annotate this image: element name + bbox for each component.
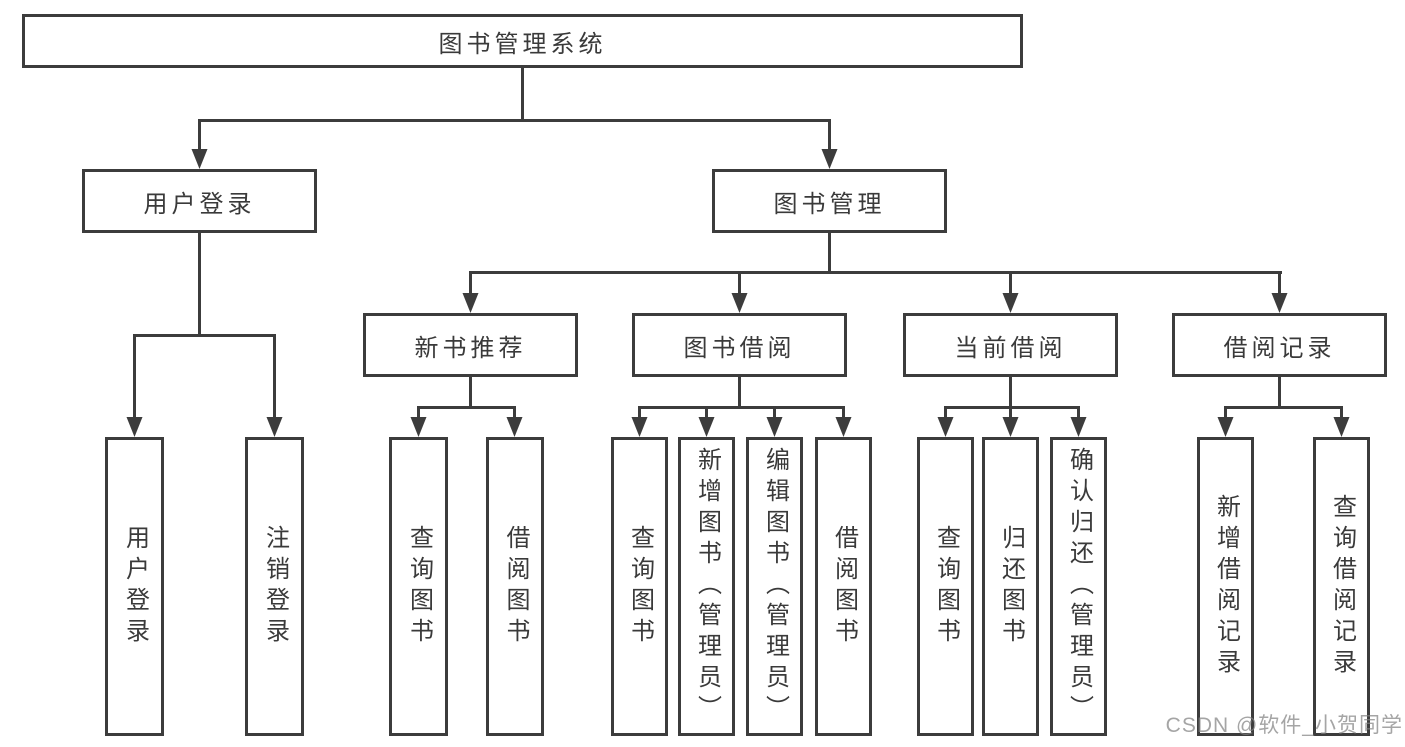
node-book-borrow: 图书借阅 <box>632 313 847 377</box>
leaf-add-borrow-record-label: 新增借阅记录 <box>1212 493 1240 680</box>
node-new-book-recommend: 新书推荐 <box>363 313 578 377</box>
node-root-label: 图书管理系统 <box>438 30 607 58</box>
node-book-borrow-label: 图书借阅 <box>683 334 796 362</box>
leaf-query-book-1-label: 查询图书 <box>405 524 433 649</box>
node-new-book-recommend-label: 新书推荐 <box>414 334 527 362</box>
leaf-return-book-label: 归还图书 <box>997 524 1025 649</box>
leaf-query-borrow-record: 查询借阅记录 <box>1313 437 1370 736</box>
leaf-borrow-book-2: 借阅图书 <box>815 437 872 736</box>
leaf-user-login: 用户登录 <box>105 437 164 736</box>
leaf-user-login-label: 用户登录 <box>121 524 149 649</box>
leaf-add-borrow-record: 新增借阅记录 <box>1197 437 1254 736</box>
leaf-query-borrow-record-label: 查询借阅记录 <box>1328 493 1356 680</box>
node-book-management: 图书管理 <box>712 169 947 233</box>
node-user-login: 用户登录 <box>82 169 317 233</box>
node-borrow-record-label: 借阅记录 <box>1223 334 1336 362</box>
node-book-management-label: 图书管理 <box>773 190 886 218</box>
leaf-query-book-2-label: 查询图书 <box>626 524 654 649</box>
node-root: 图书管理系统 <box>22 14 1023 68</box>
leaf-confirm-return-admin-label: 确认归还（管理员） <box>1065 447 1093 726</box>
leaf-edit-book-admin: 编辑图书（管理员） <box>746 437 803 736</box>
leaf-return-book: 归还图书 <box>982 437 1039 736</box>
leaf-query-book-1: 查询图书 <box>389 437 448 736</box>
leaf-borrow-book-2-label: 借阅图书 <box>830 524 858 649</box>
leaf-edit-book-admin-label: 编辑图书（管理员） <box>761 447 789 726</box>
leaf-query-book-3: 查询图书 <box>917 437 974 736</box>
leaf-confirm-return-admin: 确认归还（管理员） <box>1050 437 1107 736</box>
csdn-watermark: CSDN @软件_小贺同学 <box>1165 714 1403 737</box>
leaf-borrow-book-1: 借阅图书 <box>486 437 544 736</box>
leaf-add-book-admin: 新增图书（管理员） <box>678 437 735 736</box>
leaf-query-book-3-label: 查询图书 <box>932 524 960 649</box>
leaf-query-book-2: 查询图书 <box>611 437 668 736</box>
leaf-add-book-admin-label: 新增图书（管理员） <box>693 447 721 726</box>
leaf-logout-label: 注销登录 <box>261 524 289 649</box>
leaf-logout: 注销登录 <box>245 437 304 736</box>
node-current-borrow-label: 当前借阅 <box>954 334 1067 362</box>
node-current-borrow: 当前借阅 <box>903 313 1118 377</box>
leaf-borrow-book-1-label: 借阅图书 <box>502 524 529 649</box>
node-borrow-record: 借阅记录 <box>1172 313 1387 377</box>
node-user-login-label: 用户登录 <box>143 190 256 218</box>
